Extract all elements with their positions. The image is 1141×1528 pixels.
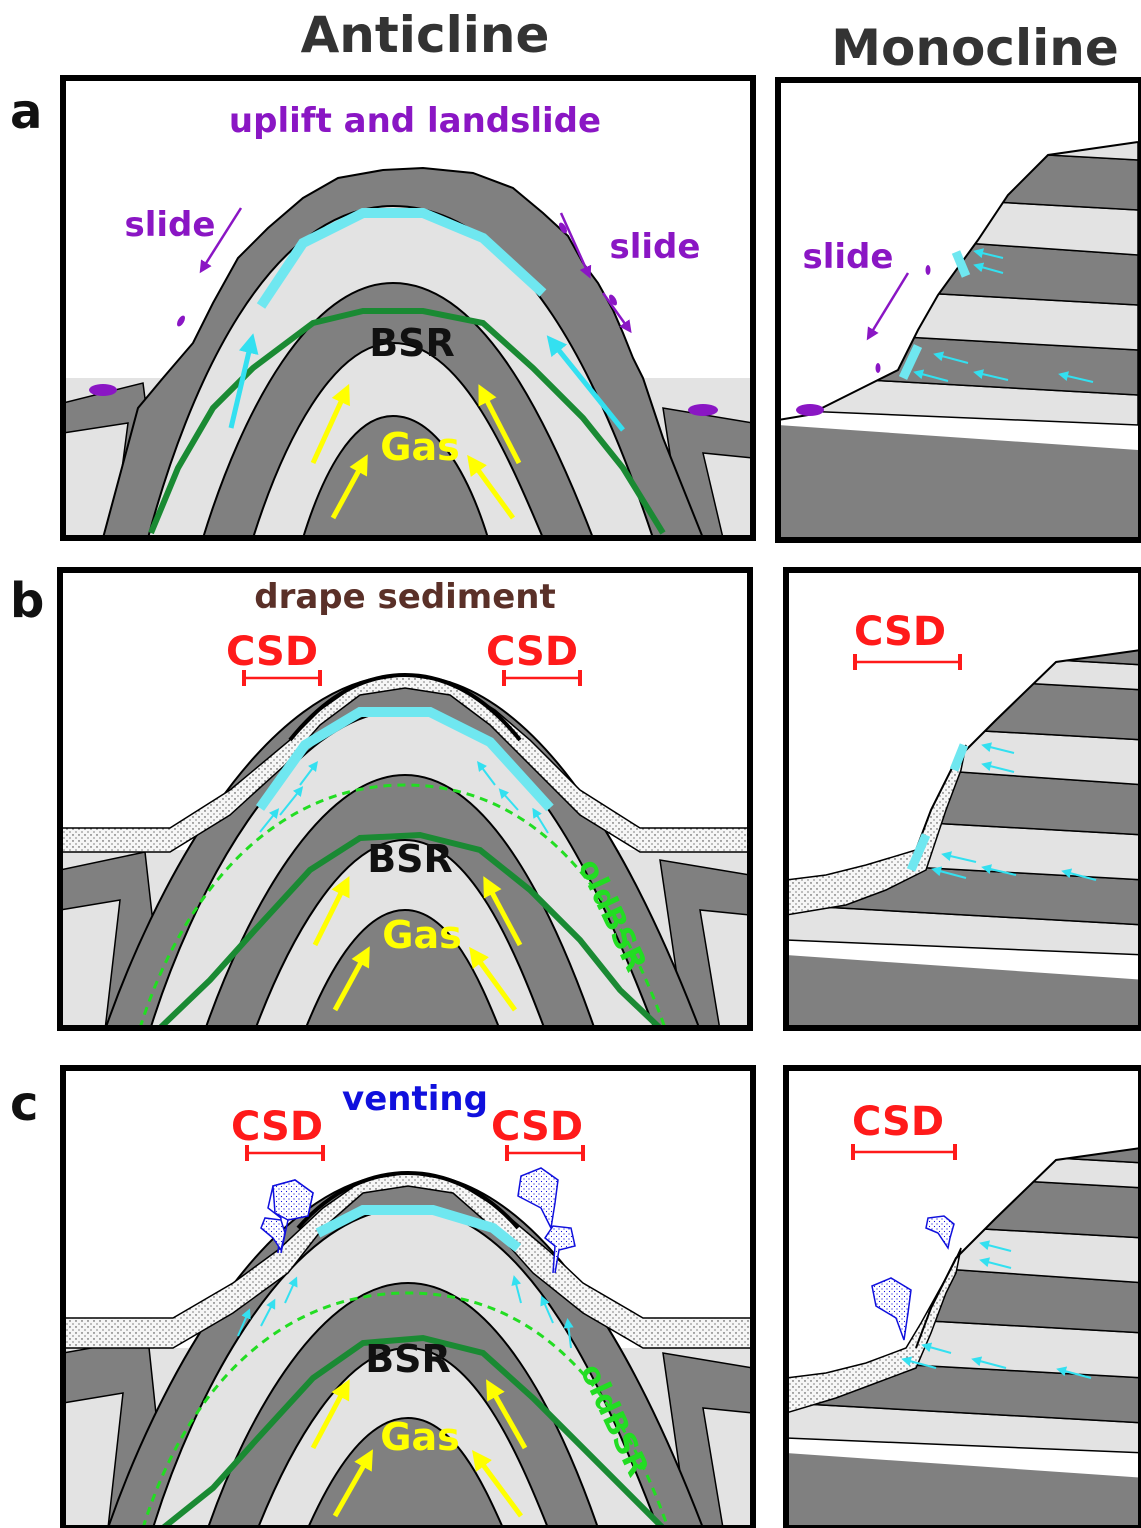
panel-a-anticline: uplift and landslide slide slide BSR Gas [60, 75, 756, 541]
panel-a-monocline: slide [775, 77, 1141, 543]
panel-c-csd-right: CSD [491, 1104, 583, 1150]
panel-c-gas-label: Gas [380, 1415, 459, 1459]
panel-b-monocline: CSD [783, 567, 1141, 1031]
panel-c-anticline: venting CSD CSD BSR Gas oldBSR [60, 1065, 756, 1528]
panel-b-mono-csd: CSD [854, 609, 946, 655]
panel-a-mono-slide: slide [803, 237, 894, 277]
panel-b-gas-label: Gas [382, 913, 461, 957]
monocline-title: Monocline [831, 19, 1118, 77]
panel-c-venting-label: venting [342, 1079, 488, 1119]
panel-b-csd-left: CSD [226, 629, 318, 675]
panel-b-letter: b [10, 573, 44, 629]
panel-c-letter: c [10, 1076, 38, 1132]
panel-a-slide-left: slide [125, 205, 216, 245]
panel-b-anticline: drape sediment CSD CSD BSR Gas oldBSR [57, 567, 753, 1031]
panel-a-gas-label: Gas [380, 425, 459, 469]
panel-a-uplift-label: uplift and landslide [229, 101, 601, 141]
panel-a-slide-right: slide [610, 227, 701, 267]
panel-c-monocline: CSD [783, 1065, 1141, 1528]
panel-a-letter: a [10, 84, 42, 140]
panel-c-mono-csd: CSD [852, 1099, 944, 1145]
panel-a-bsr-label: BSR [369, 321, 455, 365]
panel-b-csd-right: CSD [486, 629, 578, 675]
panel-c-csd-left: CSD [231, 1104, 323, 1150]
panel-b-drape-label: drape sediment [254, 577, 556, 617]
panel-c-bsr-label: BSR [365, 1337, 451, 1381]
anticline-title: Anticline [301, 6, 550, 64]
panel-b-bsr-label: BSR [367, 837, 453, 881]
